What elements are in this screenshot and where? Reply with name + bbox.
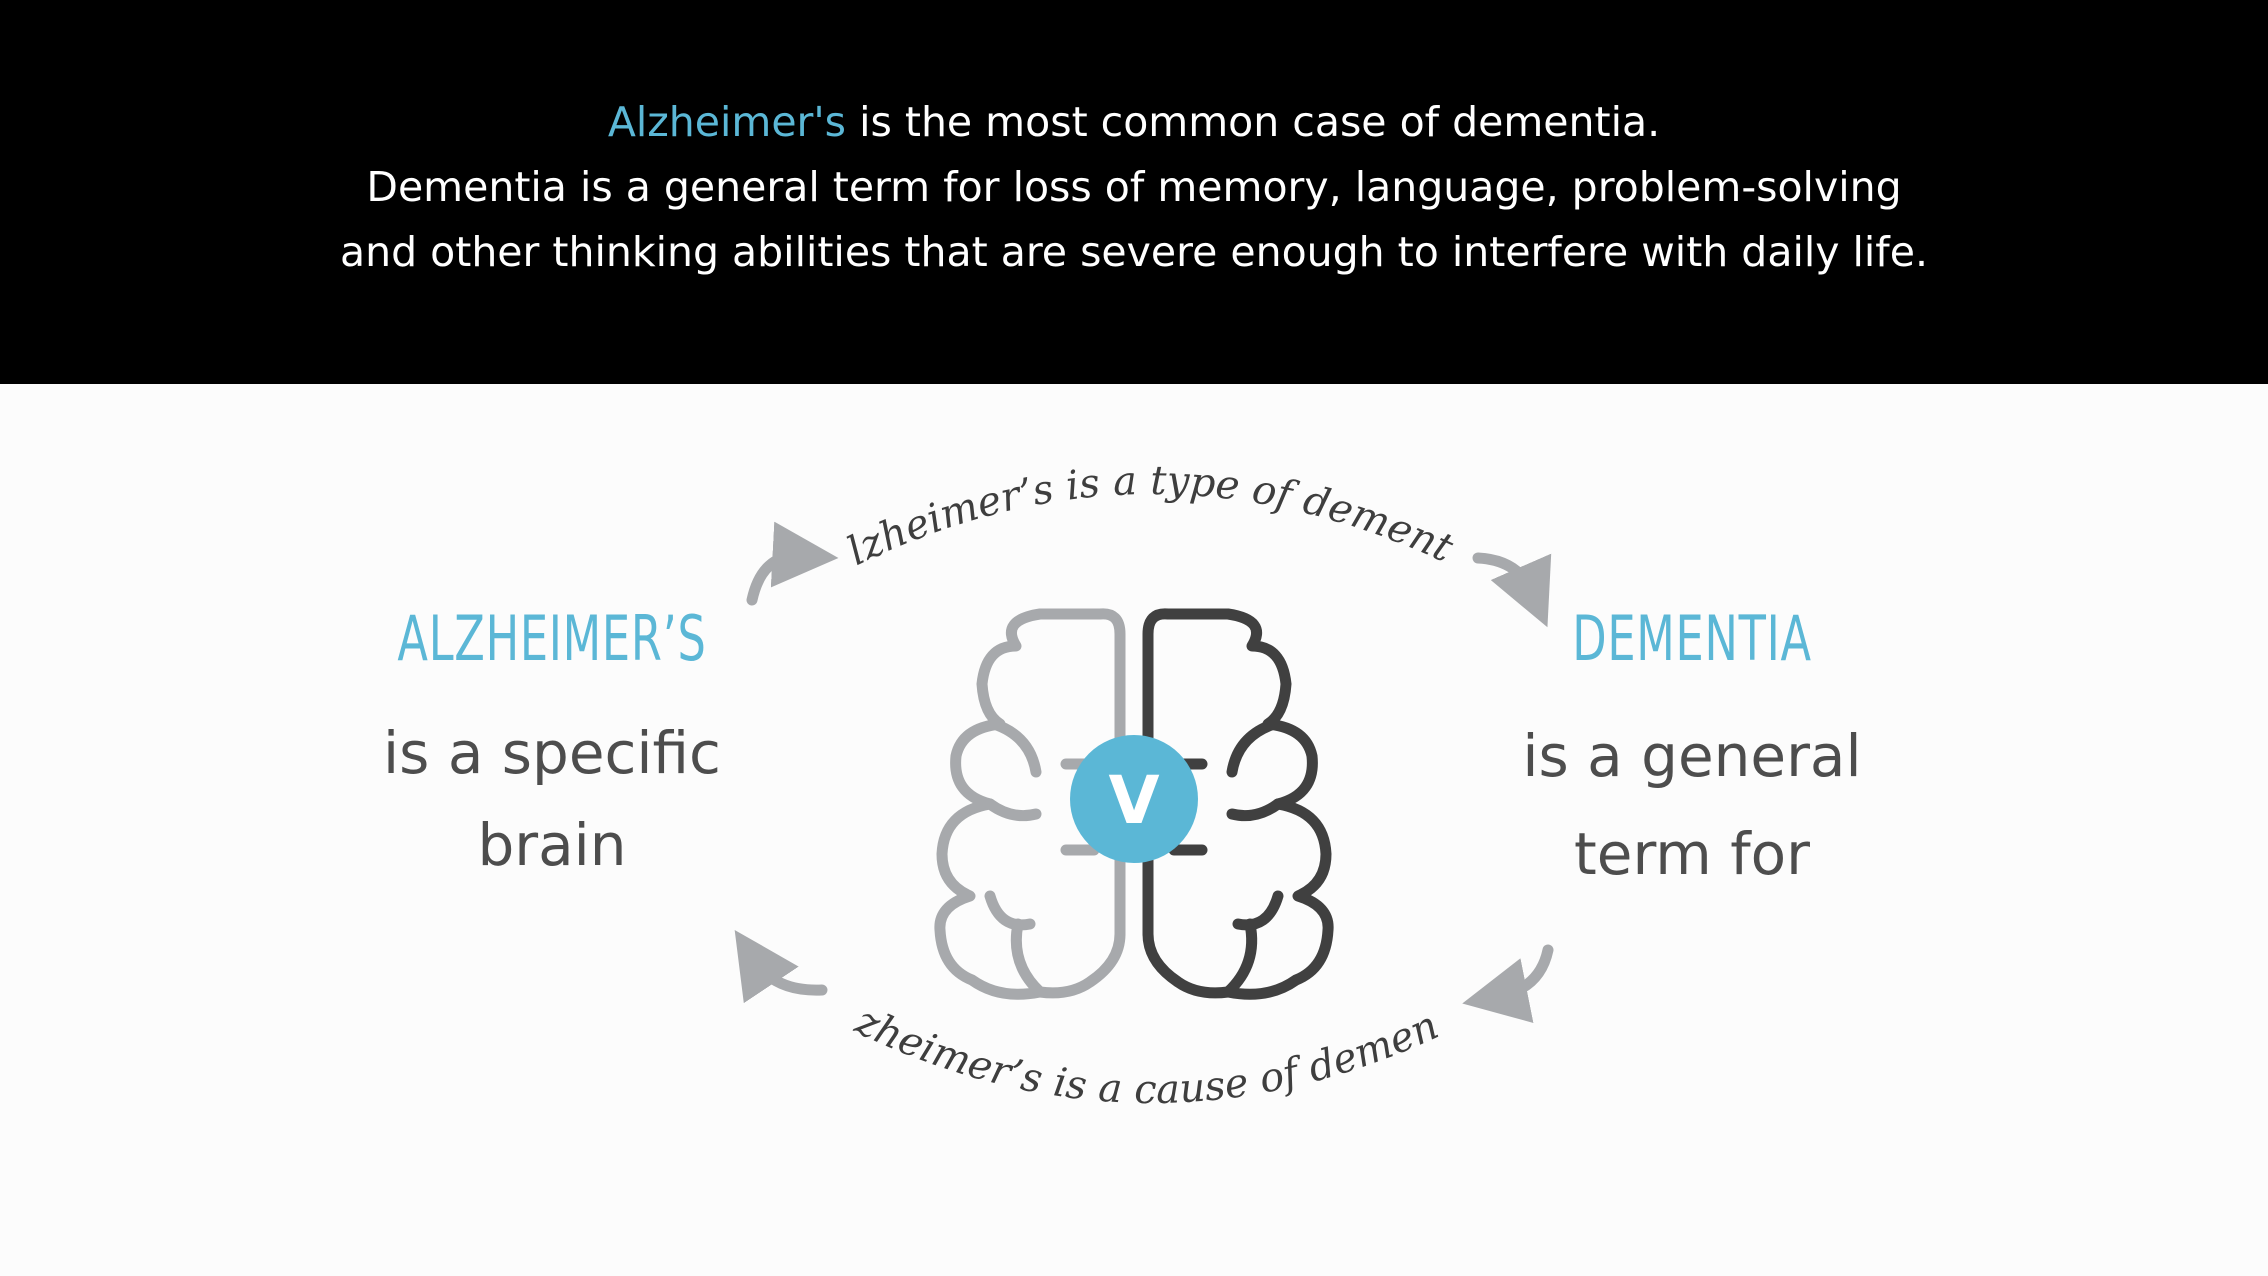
curved-arrow-icon (1472, 552, 1552, 628)
left-body-line-1: is a specific (383, 719, 721, 787)
left-body: is a specific brain (292, 707, 812, 891)
header-line-3: and other thinking abilities that are se… (339, 228, 1928, 276)
header-line-1-rest: is the most common case of dementia. (846, 98, 1661, 146)
logo-letter: V (1108, 762, 1159, 839)
logo-v-icon: V (1070, 735, 1198, 863)
diagram-art: Alzheimer’s is a type of dementia Alzhei… (0, 384, 1554, 1113)
curved-arrow-icon (734, 929, 828, 1004)
header-text: Alzheimer's is the most common case of d… (0, 90, 2268, 285)
left-body-line-2: brain (477, 811, 627, 879)
header-line-2: Dementia is a general term for loss of m… (366, 163, 1902, 211)
header-line-1: Alzheimer's is the most common case of d… (0, 90, 2268, 155)
right-body-line-2: term for (1574, 820, 1810, 888)
header-band: Alzheimer's is the most common case of d… (0, 0, 2268, 384)
right-title: DEMENTIA (1572, 602, 1812, 675)
left-title: ALZHEIMER’S (397, 602, 707, 675)
right-body: is a general term for (1432, 707, 1952, 903)
curved-arrow-icon (746, 521, 839, 606)
header-accent-term: Alzheimer's (607, 98, 847, 146)
right-body-line-1: is a general (1522, 722, 1862, 790)
arc-label-top: Alzheimer’s is a type of dementia (0, 384, 1461, 575)
diagram: Alzheimer’s is a type of dementia Alzhei… (0, 384, 2268, 1276)
curved-arrow-icon (1462, 944, 1554, 1023)
